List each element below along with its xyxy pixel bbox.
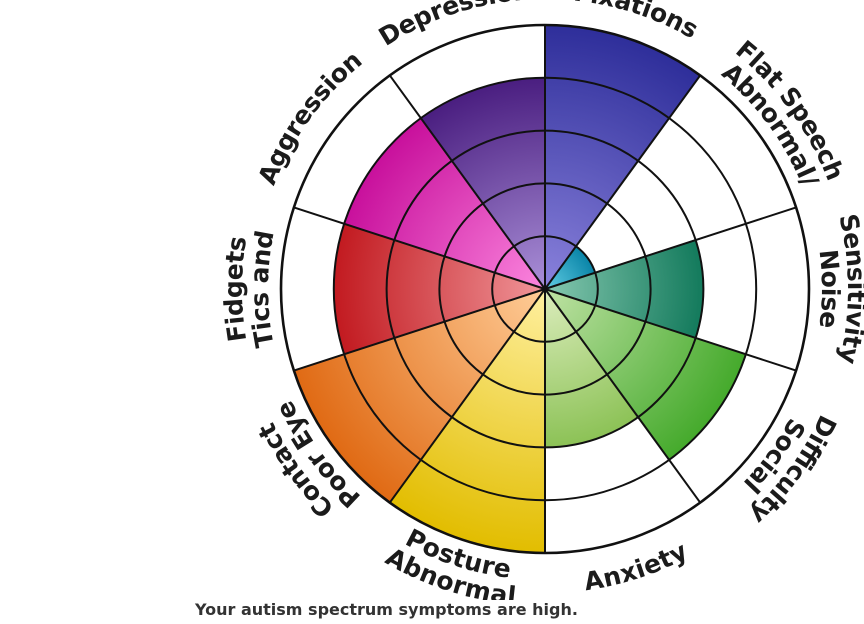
symptom-label: Fidgets (219, 234, 252, 343)
wedge-abnormal-posture (389, 289, 545, 554)
wedge-noise-sensitivity (545, 240, 704, 338)
wedge-fixations (545, 25, 701, 289)
result-message: Your autism spectrum symptoms are high. (195, 600, 578, 619)
wedge-social-difficulty (545, 289, 746, 460)
grid-spoke (544, 288, 701, 504)
symptom-wheel-chart: FixationsAbnormal/Flat SpeechNoiseSensit… (219, 0, 864, 600)
wedge-anxiety (545, 289, 639, 448)
wedge-depression (420, 77, 545, 289)
wedge-abnormal-flat-speech (545, 246, 596, 289)
grid-spoke (544, 74, 701, 290)
wedge-poor-eye-contact (293, 289, 545, 503)
grid-spoke (293, 288, 546, 372)
grid-spoke (544, 288, 797, 372)
symptom-label: Noise (813, 248, 845, 330)
grid-spoke (544, 206, 797, 290)
wedge-aggression (344, 118, 545, 289)
grid-spoke (389, 288, 546, 504)
symptom-label: Anxiety (582, 536, 692, 596)
symptom-label: Depression (374, 0, 532, 52)
grid-spoke (389, 74, 546, 290)
grid-spoke (293, 206, 546, 290)
symptom-wedges (293, 25, 746, 554)
wheel-grid (279, 23, 811, 555)
